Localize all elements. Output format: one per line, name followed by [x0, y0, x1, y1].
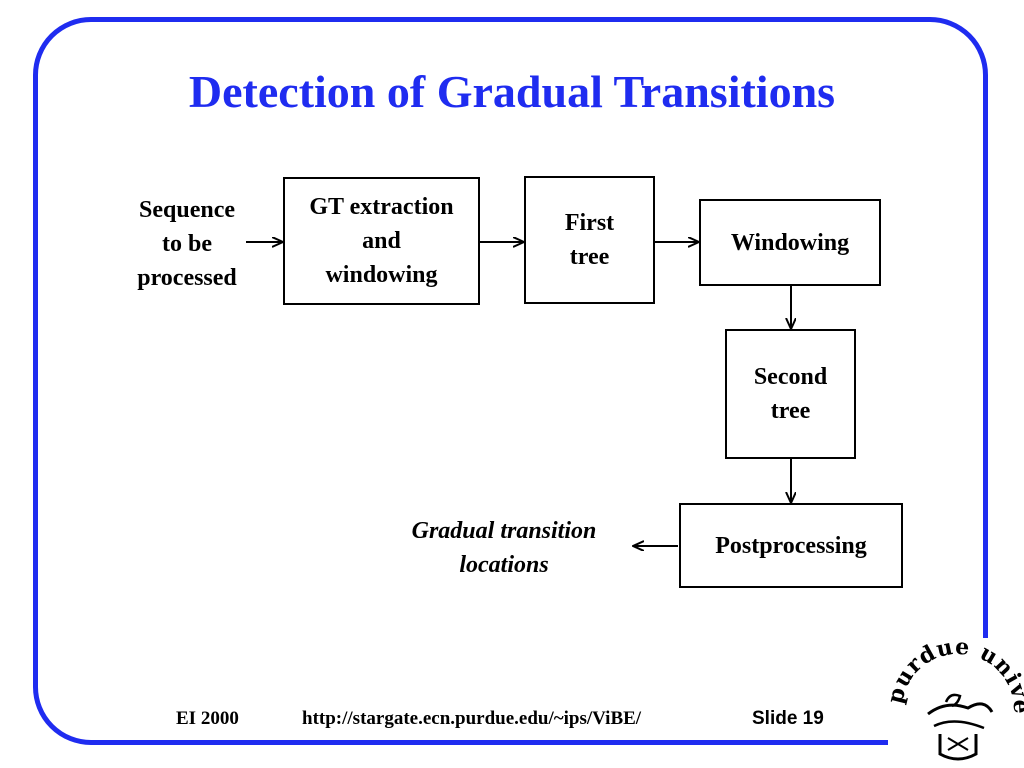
node-first-tree: First tree	[524, 176, 655, 304]
input-label: Sequence to be processed	[137, 197, 237, 291]
output-label: Gradual transition locations	[411, 518, 597, 578]
node-first-tree-label: First tree	[564, 210, 615, 270]
slide-title: Detection of Gradual Transitions	[188, 66, 836, 117]
slide-frame	[33, 17, 988, 745]
footer-url: http://stargate.ecn.purdue.edu/~ips/ViBE…	[302, 708, 642, 729]
node-windowing: Windowing	[699, 199, 881, 286]
purdue-seal-icon: purdue university	[888, 638, 1024, 768]
node-windowing-label: Windowing	[730, 229, 850, 256]
node-gt-extraction-label: GT extraction and windowing	[309, 194, 454, 288]
footer-slide-number: Slide 19	[752, 708, 824, 729]
node-gt-extraction: GT extraction and windowing	[283, 177, 480, 305]
node-postprocessing: Postprocessing	[679, 503, 903, 588]
footer-conference: EI 2000	[176, 708, 239, 729]
node-second-tree: Second tree	[725, 329, 856, 459]
node-second-tree-label: Second tree	[753, 364, 828, 424]
node-postprocessing-label: Postprocessing	[715, 532, 867, 559]
